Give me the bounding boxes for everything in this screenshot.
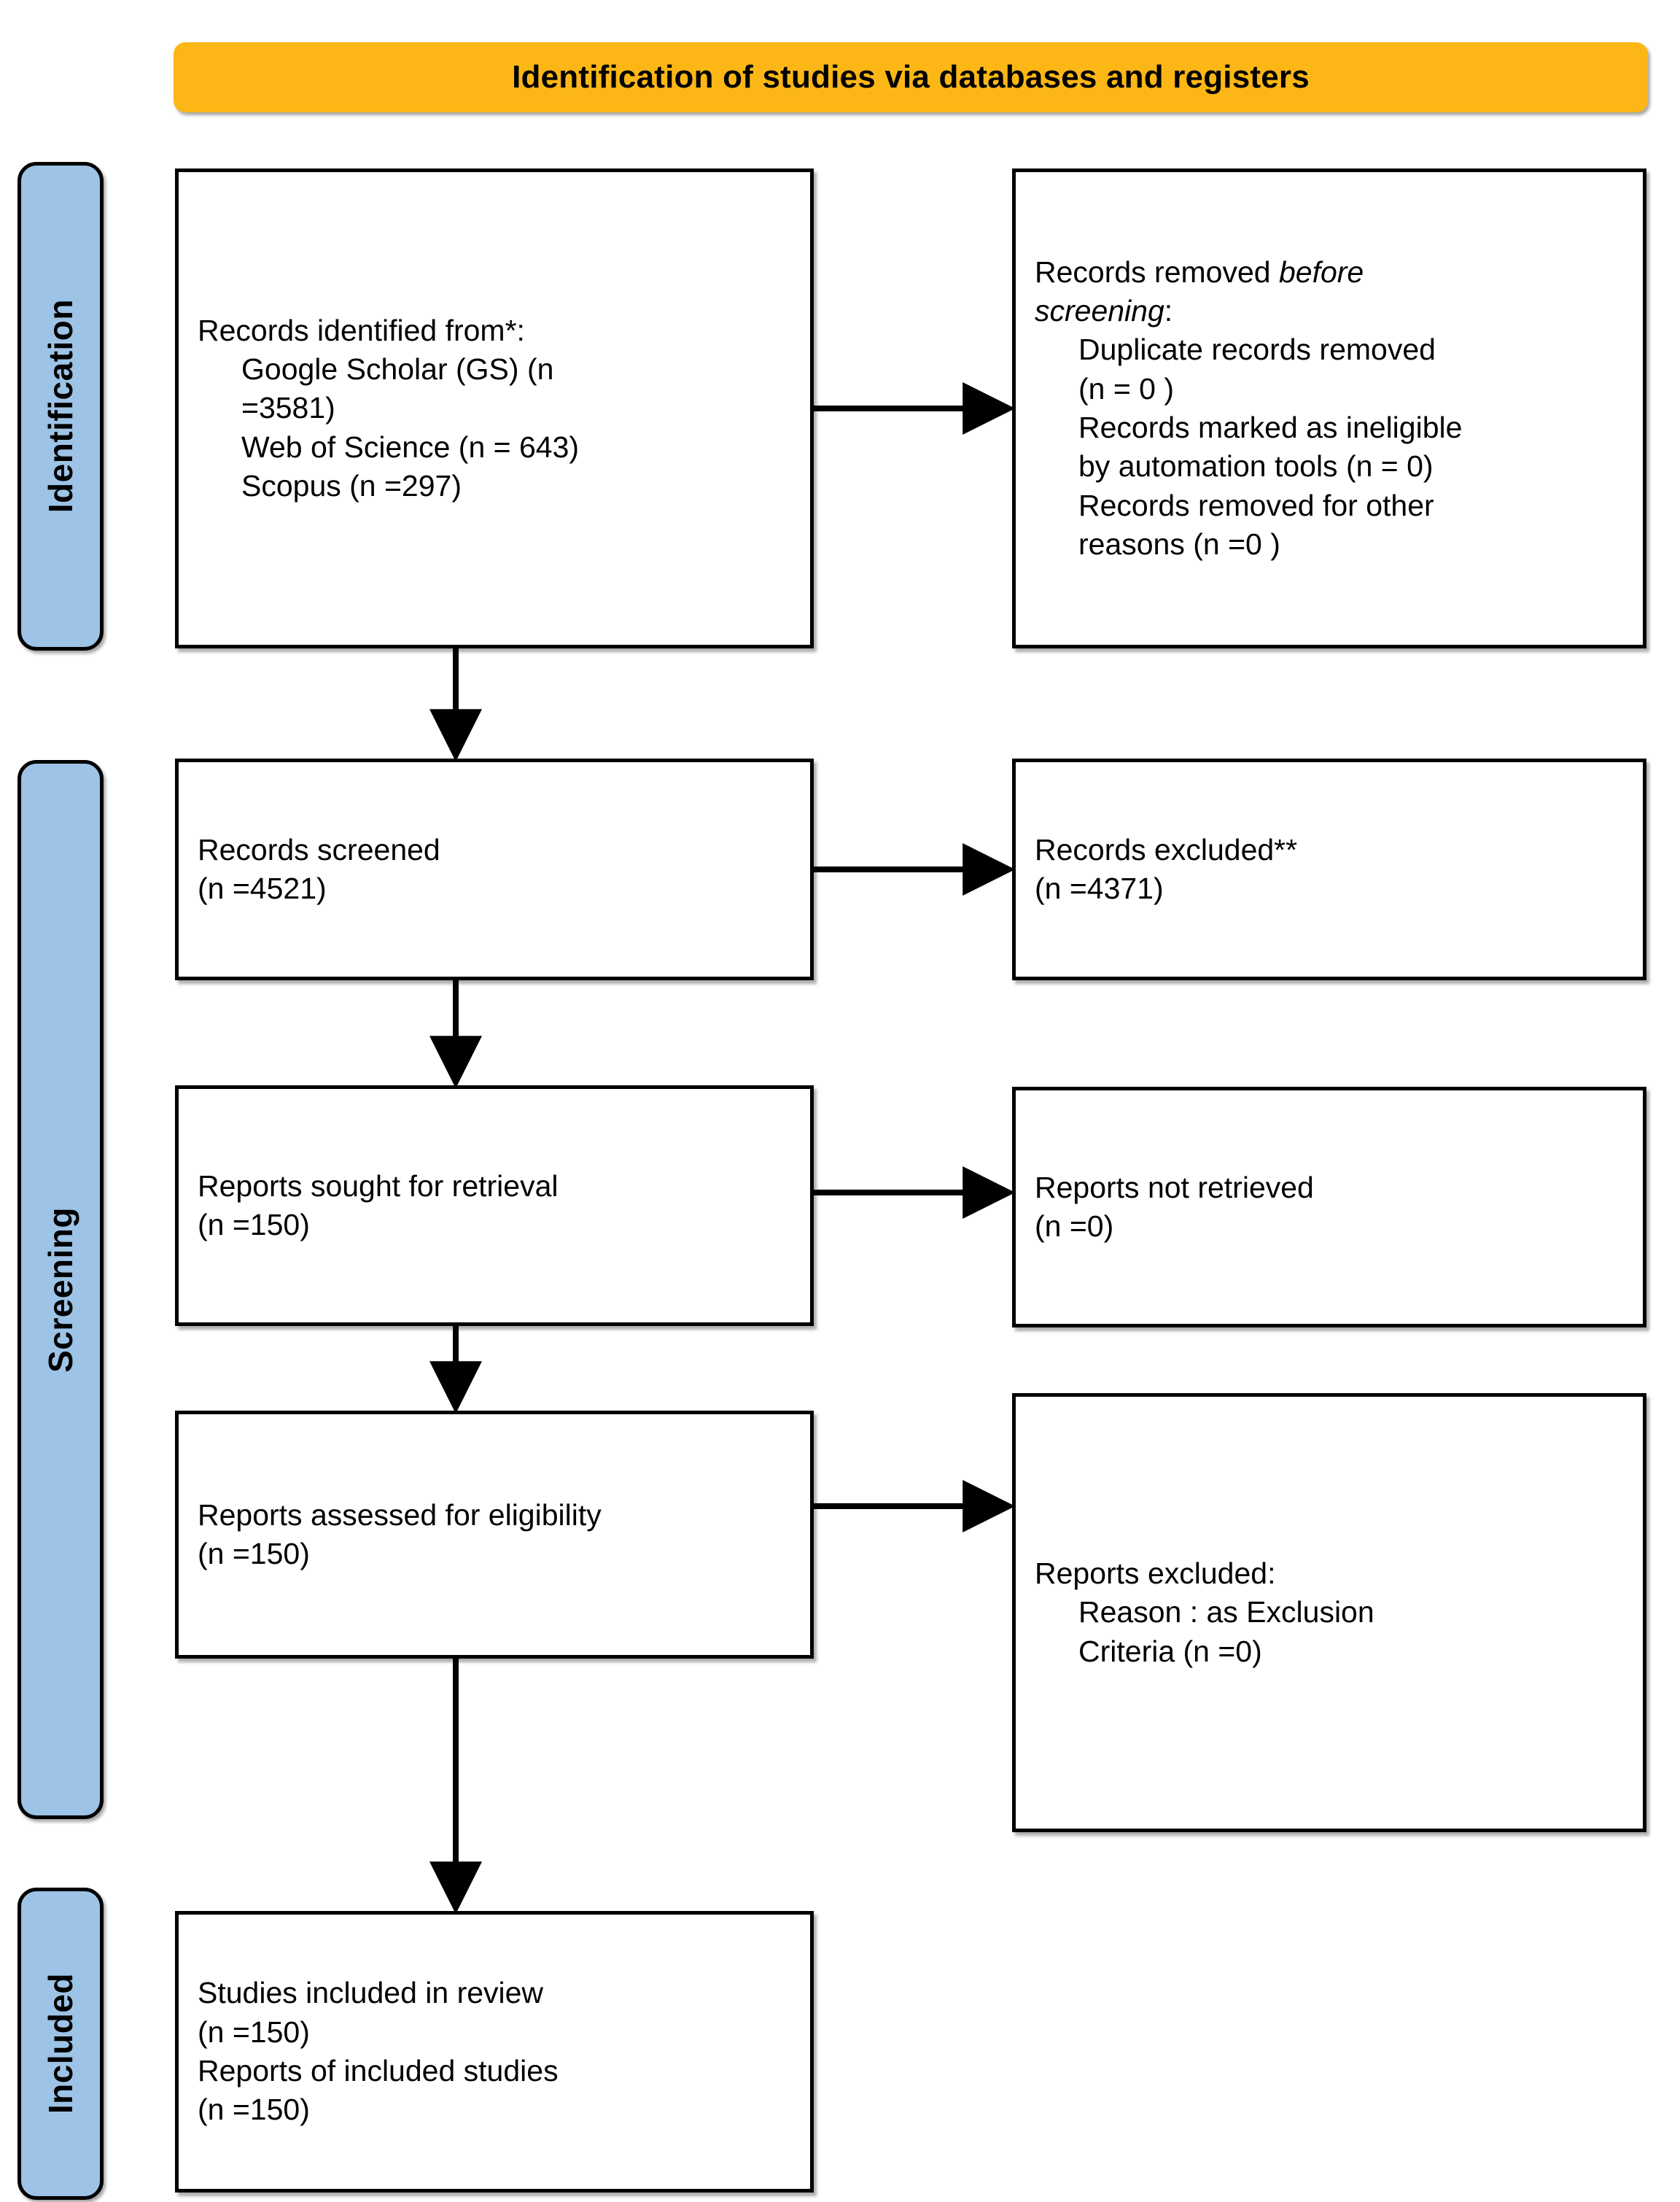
box-studies-included: Studies included in review (n =150) Repo… <box>175 1911 814 2193</box>
box-records-removed-before-screening: Records removed before screening: Duplic… <box>1012 168 1646 648</box>
studies-included-line1: Studies included in review <box>198 1976 544 2010</box>
studies-included-line3: Reports of included studies <box>198 2054 559 2087</box>
box-reports-excluded-reasons: Reports excluded: Reason : as Exclusion … <box>1012 1393 1646 1832</box>
reports-excluded-line-0: Reason : as Exclusion <box>1078 1595 1374 1629</box>
box-records-excluded: Records excluded** (n =4371) <box>1012 759 1646 980</box>
records-removed-line-3: by automation tools (n = 0) <box>1078 449 1434 484</box>
box-reports-assessed-for-eligibility: Reports assessed for eligibility (n =150… <box>175 1411 814 1659</box>
records-identified-line-2: Web of Science (n = 643) <box>241 430 580 464</box>
reports-sought-line2: (n =150) <box>198 1208 310 1241</box>
reports-sought-line1: Reports sought for retrieval <box>198 1168 559 1203</box>
records-identified-line-0: Google Scholar (GS) (n <box>241 352 554 387</box>
records-removed-line-4: Records removed for other <box>1078 488 1434 522</box>
records-identified-line-3: Scopus (n =297) <box>241 468 462 503</box>
studies-included-line2: (n =150) <box>198 2015 310 2049</box>
records-excluded-line1: Records excluded** <box>1035 832 1298 867</box>
stage-label-included: Included <box>42 1973 79 2114</box>
reports-not-retrieved-line1: Reports not retrieved <box>1035 1170 1314 1204</box>
records-removed-line-2: Records marked as ineligible <box>1078 411 1463 444</box>
box-reports-sought-for-retrieval: Reports sought for retrieval (n =150) <box>175 1085 814 1326</box>
diagram-title: Identification of studies via databases … <box>512 59 1310 95</box>
box-reports-not-retrieved: Reports not retrieved (n =0) <box>1012 1087 1646 1327</box>
reports-not-retrieved-line2: (n =0) <box>1035 1209 1114 1243</box>
records-screened-line2: (n =4521) <box>198 872 327 905</box>
studies-included-line4: (n =150) <box>198 2093 310 2127</box>
records-removed-line-0: Duplicate records removed <box>1078 333 1436 367</box>
box-records-identified: Records identified from*: Google Scholar… <box>175 168 814 648</box>
records-screened-line1: Records screened <box>198 832 440 867</box>
records-removed-heading-line2: screening: <box>1035 292 1624 330</box>
reports-excluded-heading: Reports excluded: <box>1035 1556 1276 1591</box>
stage-tab-identification: Identification <box>18 162 104 651</box>
stage-label-screening: Screening <box>42 1206 79 1373</box>
reports-excluded-line-1: Criteria (n =0) <box>1078 1634 1262 1668</box>
records-removed-heading-plain: Records removed <box>1035 255 1279 289</box>
records-removed-heading-line1: Records removed before <box>1035 253 1624 292</box>
reports-assessed-line2: (n =150) <box>198 1537 310 1570</box>
records-identified-heading: Records identified from*: <box>198 313 525 347</box>
stage-tab-included: Included <box>18 1888 104 2200</box>
records-identified-line-1: =3581) <box>241 391 335 425</box>
records-removed-heading-italic: before <box>1278 255 1364 289</box>
records-removed-line-5: reasons (n =0 ) <box>1078 527 1280 561</box>
diagram-header-banner: Identification of studies via databases … <box>174 42 1648 112</box>
stage-tab-screening: Screening <box>18 760 104 1819</box>
stage-label-identification: Identification <box>42 299 79 513</box>
box-records-screened: Records screened (n =4521) <box>175 759 814 980</box>
records-removed-line-1: (n = 0 ) <box>1078 371 1175 406</box>
reports-assessed-line1: Reports assessed for eligibility <box>198 1497 602 1532</box>
records-removed-heading-colon: : <box>1164 294 1173 328</box>
records-excluded-line2: (n =4371) <box>1035 872 1164 905</box>
records-removed-heading-italic2: screening <box>1035 294 1164 328</box>
